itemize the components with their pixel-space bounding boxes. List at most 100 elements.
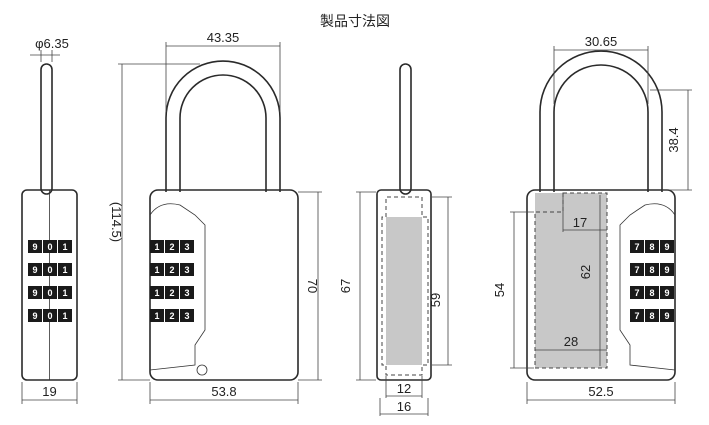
front-reset-hole	[196, 364, 208, 376]
label-section-inner-height: 59	[428, 293, 443, 307]
front-dial-digit: 2	[169, 265, 174, 275]
side-dial-digit: 0	[47, 242, 52, 252]
back-dial-cell	[630, 240, 644, 253]
side-dial-digit: 1	[62, 265, 67, 275]
back-compartment-fill	[535, 193, 607, 368]
front-dial-digit: 1	[154, 288, 159, 298]
back-dial-digit: 9	[664, 288, 669, 298]
label-shackle-diameter: φ6.35	[35, 36, 69, 51]
front-dial-cell	[165, 286, 179, 299]
side-dial-cell	[43, 286, 57, 299]
back-dial-digit: 8	[649, 288, 654, 298]
label-section-outer-height: 67	[338, 279, 353, 293]
back-shackle-outer	[539, 50, 663, 192]
front-dial-cell	[150, 286, 164, 299]
label-back-compartment-height: 54	[492, 283, 507, 297]
label-back-shackle-width: 30.65	[585, 34, 618, 49]
front-dial-cell	[165, 263, 179, 276]
front-body	[149, 189, 299, 381]
side-dial-cell	[58, 286, 72, 299]
side-dial-cell	[58, 240, 72, 253]
side-dial-digit: 0	[47, 288, 52, 298]
front-dial-cell	[150, 309, 164, 322]
side-dial-cell	[28, 286, 42, 299]
front-dial-cell	[165, 309, 179, 322]
side-dial-cell	[58, 263, 72, 276]
back-dial-cell	[645, 286, 659, 299]
front-dial-cell	[180, 286, 194, 299]
back-dial-digit: 8	[649, 311, 654, 321]
front-shackle-inner	[179, 74, 267, 192]
back-dial-housing	[619, 203, 676, 371]
label-side-width: 19	[42, 384, 56, 399]
side-dial-digit: 1	[62, 242, 67, 252]
section-compartment-outline	[381, 196, 429, 376]
back-body	[526, 189, 676, 381]
side-dial-cell	[43, 263, 57, 276]
front-dial-housing	[149, 203, 206, 371]
front-dial-digit: 2	[169, 288, 174, 298]
label-section-inner-width: 12	[397, 381, 411, 396]
label-overall-height: (114.5)	[109, 202, 124, 242]
front-dial-digit: 2	[169, 242, 174, 252]
back-dial-digit: 9	[664, 242, 669, 252]
section-shackle	[399, 63, 412, 195]
front-dial-digit: 2	[169, 311, 174, 321]
side-dial-cell	[28, 309, 42, 322]
side-dial-digit: 1	[62, 311, 67, 321]
back-compartment-outline	[534, 192, 608, 369]
side-dial-digit: 9	[32, 242, 37, 252]
label-back-top-notch: 17	[573, 215, 587, 230]
section-body	[376, 189, 432, 381]
back-dial-digit: 9	[664, 265, 669, 275]
drawing-title: 製品寸法図	[320, 14, 390, 30]
back-dial-digit: 7	[634, 265, 639, 275]
front-dial-cell	[165, 240, 179, 253]
label-body-height: 70	[305, 279, 320, 293]
label-back-inner-height: 62	[578, 265, 593, 279]
label-section-outer-width: 16	[397, 399, 411, 414]
back-dial-cell	[660, 309, 674, 322]
side-dial-digit: 0	[47, 311, 52, 321]
front-dial-cell	[180, 309, 194, 322]
side-dial-cell	[28, 263, 42, 276]
back-dial-cell	[645, 240, 659, 253]
side-dial-cell	[58, 309, 72, 322]
front-dial-digit: 1	[154, 242, 159, 252]
back-dial-digit: 8	[649, 265, 654, 275]
side-dial-digit: 9	[32, 288, 37, 298]
back-shackle-inner	[553, 64, 649, 192]
back-dial-cell	[630, 309, 644, 322]
side-dial-digit: 9	[32, 311, 37, 321]
label-body-width: 53.8	[211, 384, 236, 399]
label-shackle-width: 43.35	[207, 30, 240, 45]
back-dial-cell	[630, 286, 644, 299]
back-dial-digit: 9	[664, 311, 669, 321]
front-dial-digit: 1	[154, 265, 159, 275]
side-shackle	[40, 63, 53, 195]
back-dial-digit: 8	[649, 242, 654, 252]
side-dial-digit: 0	[47, 265, 52, 275]
section-compartment-fill	[386, 217, 422, 365]
front-dial-digit: 3	[184, 311, 189, 321]
label-back-inner-width: 28	[564, 334, 578, 349]
label-back-body-width: 52.5	[588, 384, 613, 399]
side-dial-digit: 1	[62, 288, 67, 298]
side-dial-cell	[43, 240, 57, 253]
front-dial-digit: 3	[184, 265, 189, 275]
label-back-shackle-height: 38.4	[666, 127, 681, 152]
back-dial-cell	[630, 263, 644, 276]
front-dial-cell	[150, 263, 164, 276]
front-dial-digit: 1	[154, 311, 159, 321]
back-dial-digit: 7	[634, 242, 639, 252]
back-dial-cell	[660, 286, 674, 299]
front-dial-digit: 3	[184, 242, 189, 252]
